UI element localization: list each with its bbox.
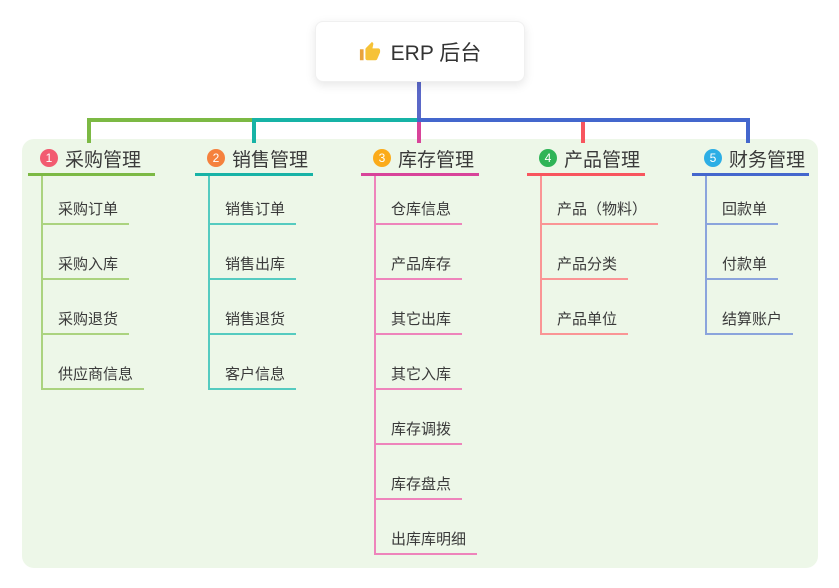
branch-product-title[interactable]: 4 产品管理 (527, 143, 645, 176)
child-node[interactable]: 销售出库 (210, 225, 297, 280)
root-node-label: ERP 后台 (390, 41, 482, 65)
drop-line-product (581, 122, 585, 143)
bus-line-sales (252, 118, 421, 122)
branch-product: 4 产品管理 产品（物料） 产品分类 产品单位 (527, 143, 659, 335)
child-node[interactable]: 产品单位 (542, 280, 629, 335)
branch-title-label: 采购管理 (65, 149, 142, 171)
branch-title-label: 库存管理 (398, 149, 475, 171)
child-node[interactable]: 出库库明细 (376, 500, 478, 555)
thumbs-up-icon (359, 41, 381, 63)
branches-panel (22, 139, 818, 568)
child-node[interactable]: 销售订单 (210, 176, 297, 225)
branch-product-children: 产品（物料） 产品分类 产品单位 (540, 176, 659, 335)
child-node[interactable]: 产品分类 (542, 225, 629, 280)
branch-sales-children: 销售订单 销售出库 销售退货 客户信息 (208, 176, 313, 390)
child-node[interactable]: 采购入库 (43, 225, 130, 280)
branch-purchase-children: 采购订单 采购入库 采购退货 供应商信息 (41, 176, 155, 390)
child-node[interactable]: 付款单 (707, 225, 779, 280)
child-node[interactable]: 库存调拨 (376, 390, 463, 445)
child-node[interactable]: 回款单 (707, 176, 779, 225)
child-node[interactable]: 供应商信息 (43, 335, 145, 390)
branch-title-label: 财务管理 (729, 149, 806, 171)
branch-purchase-title[interactable]: 1 采购管理 (28, 143, 155, 176)
branch-number-badge: 2 (207, 149, 225, 167)
branch-finance: 5 财务管理 回款单 付款单 结算账户 (692, 143, 809, 335)
branch-inventory-title[interactable]: 3 库存管理 (361, 143, 479, 176)
child-node[interactable]: 采购订单 (43, 176, 130, 225)
child-node[interactable]: 仓库信息 (376, 176, 463, 225)
child-node[interactable]: 产品（物料） (542, 176, 659, 225)
child-node[interactable]: 客户信息 (210, 335, 297, 390)
branch-number-badge: 3 (373, 149, 391, 167)
root-connector-line (417, 82, 421, 120)
drop-line-purchase (87, 122, 91, 143)
branch-number-badge: 1 (40, 149, 58, 167)
branch-title-label: 销售管理 (232, 149, 309, 171)
branch-number-badge: 5 (704, 149, 722, 167)
child-node[interactable]: 其它出库 (376, 280, 463, 335)
root-node[interactable]: ERP 后台 (315, 21, 525, 82)
branch-number-badge: 4 (539, 149, 557, 167)
child-node[interactable]: 库存盘点 (376, 445, 463, 500)
branch-title-label: 产品管理 (564, 149, 641, 171)
child-node[interactable]: 结算账户 (707, 280, 794, 335)
child-node[interactable]: 其它入库 (376, 335, 463, 390)
child-node[interactable]: 销售退货 (210, 280, 297, 335)
drop-line-inventory (417, 122, 421, 143)
branch-finance-children: 回款单 付款单 结算账户 (705, 176, 809, 335)
bus-line-finance (417, 118, 750, 122)
child-node[interactable]: 采购退货 (43, 280, 130, 335)
drop-line-finance (746, 122, 750, 143)
branch-inventory-children: 仓库信息 产品库存 其它出库 其它入库 库存调拨 库存盘点 出库库明细 (374, 176, 479, 555)
branch-purchase: 1 采购管理 采购订单 采购入库 采购退货 供应商信息 (28, 143, 155, 390)
branch-sales: 2 销售管理 销售订单 销售出库 销售退货 客户信息 (195, 143, 313, 390)
branch-inventory: 3 库存管理 仓库信息 产品库存 其它出库 其它入库 库存调拨 库存盘点 出库库… (361, 143, 479, 555)
branch-finance-title[interactable]: 5 财务管理 (692, 143, 809, 176)
drop-line-sales (252, 122, 256, 143)
child-node[interactable]: 产品库存 (376, 225, 463, 280)
branch-sales-title[interactable]: 2 销售管理 (195, 143, 313, 176)
